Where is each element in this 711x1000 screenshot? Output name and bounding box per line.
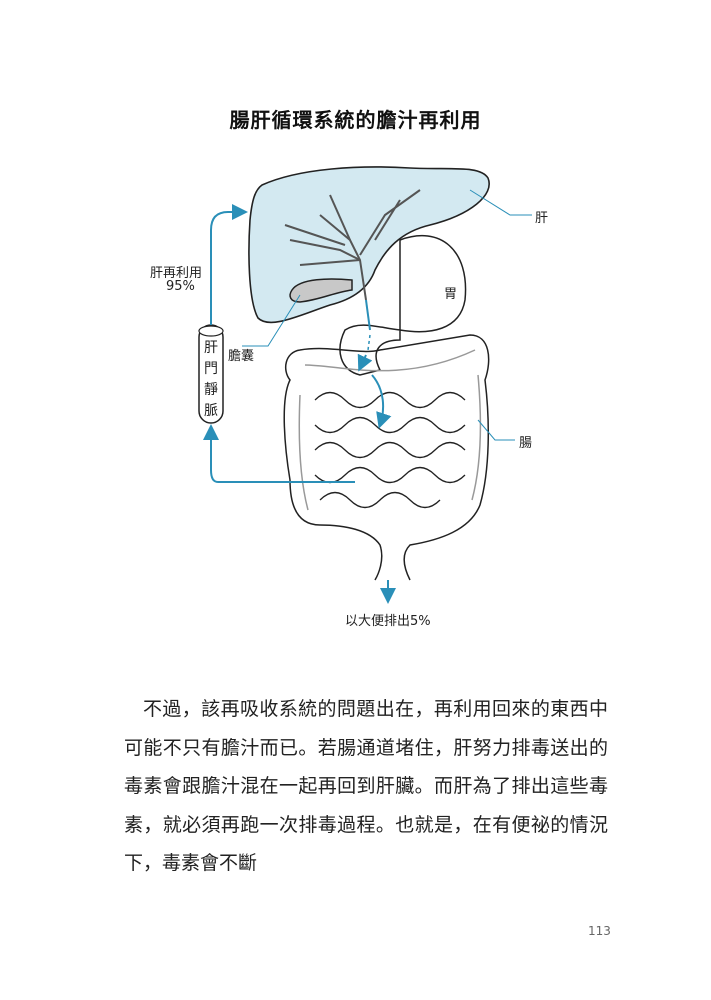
large-intestine — [283, 334, 490, 581]
label-stomach: 胃 — [444, 287, 458, 302]
label-reuse-percent: 95% — [166, 279, 195, 294]
label-liver: 肝 — [535, 211, 549, 226]
figure-title: 腸肝循環系統的膽汁再利用 — [229, 108, 482, 132]
body-paragraph: 不過，該再吸收系統的問題出在，再利用回來的東西中可能不只有膽汁而已。若腸通道堵住… — [124, 698, 608, 874]
label-excreted: 以大便排出5% — [345, 614, 431, 629]
small-intestine — [314, 391, 466, 509]
reuse-arrow — [210, 204, 248, 325]
stomach — [339, 235, 467, 376]
label-gallbladder: 膽囊 — [228, 349, 255, 364]
label-portal-vein: 肝門靜脈 — [204, 340, 218, 419]
label-intestine: 腸 — [519, 436, 533, 451]
label-reuse: 肝再利用 — [150, 266, 203, 281]
return-arrow — [203, 424, 355, 483]
page-number: 113 — [588, 924, 611, 938]
bile-ducts — [284, 189, 421, 301]
gallbladder — [289, 278, 353, 303]
